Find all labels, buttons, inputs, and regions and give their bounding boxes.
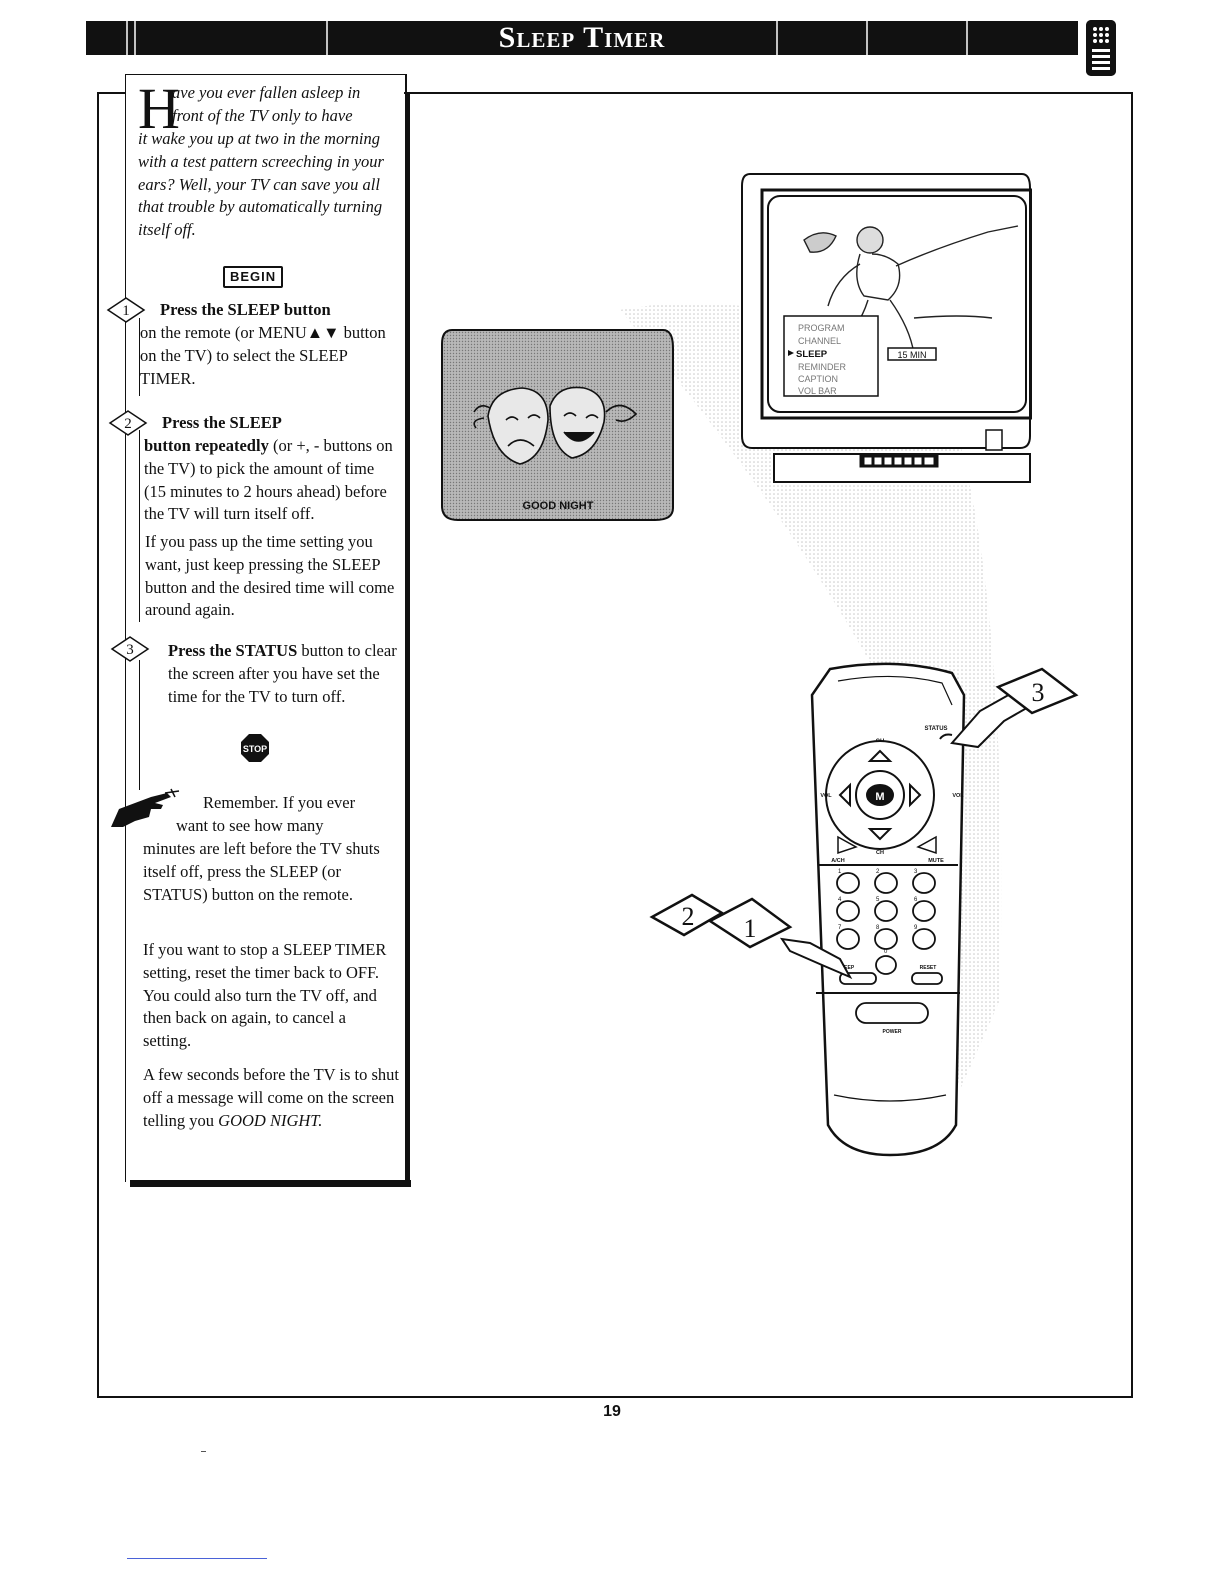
footer-rule [127, 1558, 267, 1559]
digit-label: 2 [876, 869, 880, 875]
menu-item: CHANNEL [798, 336, 841, 346]
digit-label: 4 [838, 897, 842, 903]
remote-label-reset: RESET [920, 965, 937, 971]
reset-button [911, 972, 943, 985]
menu-item: PROGRAM [798, 323, 845, 333]
step-3-lead: Press the STATUS button to clear the scr… [168, 640, 398, 708]
header-rule [966, 21, 968, 55]
remote-label-vol: VOL [952, 793, 964, 799]
remote-label-ach: A/CH [831, 858, 844, 864]
remote-label-mute: MUTE [928, 858, 944, 864]
remote-number-pad [836, 872, 936, 975]
theatre-masks-icon [473, 386, 638, 465]
step-number: 1 [122, 303, 130, 319]
panel-shadow [405, 92, 410, 1186]
callout-number: 3 [1032, 678, 1045, 707]
begin-badge: BEGIN [223, 266, 284, 288]
step-1-arrow-icon: 1 [106, 297, 146, 323]
digit-label: 3 [914, 869, 918, 875]
step-lead: Press the SLEEP [162, 413, 282, 432]
step-rule [139, 660, 140, 790]
step-2-text: button repeatedly (or +, - buttons on th… [144, 435, 398, 526]
step-lead: Press the SLEEP [160, 300, 280, 319]
step-lead-bold: button repeatedly [144, 436, 269, 455]
tv-illustration: PROGRAM CHANNEL SLEEP REMINDER CAPTION V… [741, 173, 1032, 483]
goodnight-caption: GOOD NIGHT [523, 500, 594, 512]
callout-1-2-pointer: 2 1 [649, 893, 853, 980]
remote-label-sleep: SLEEP [838, 965, 855, 971]
step-lead-bold: button [283, 300, 331, 319]
intro-text: it wake you up at two in the morning wit… [138, 129, 384, 240]
hand-pointer-icon [111, 788, 180, 827]
step-2-extra: If you pass up the time setting you want… [145, 532, 395, 620]
callout-3-pointer: 3 [939, 667, 1079, 749]
step-lead-rest: button to clear the screen after you hav… [168, 641, 397, 706]
digit-label: 9 [914, 925, 918, 931]
tennis-player-icon [803, 225, 1019, 355]
header-rule [866, 21, 868, 55]
step-2-arrow-icon: 2 [108, 410, 148, 436]
remote-signal-beam [620, 303, 1002, 1091]
step-3-arrow-icon: 3 [110, 636, 150, 662]
step-1-lead: Press the SLEEP button [160, 299, 400, 322]
remote-tab-icon [1086, 20, 1116, 76]
remember-text: A few seconds before the TV is to shut o… [143, 1064, 401, 1132]
power-button [855, 1002, 929, 1024]
callout-number: 1 [744, 914, 757, 943]
goodnight-emphasis: GOOD NIGHT. [218, 1110, 323, 1130]
step-number: 3 [126, 642, 134, 658]
header-rule [134, 21, 136, 55]
page-number: 19 [603, 1403, 621, 1420]
menu-item-selected: SLEEP [796, 349, 828, 360]
page-title: Sleep Timer [484, 21, 680, 55]
step-text: (or +, - buttons on the TV) to pick the … [144, 436, 393, 524]
goodnight-sentence: A few seconds before the TV is to shut o… [143, 1065, 400, 1130]
tv-front-buttons [859, 454, 939, 468]
menu-item: CAPTION [798, 374, 838, 384]
intro-drop-cap: H [138, 76, 180, 141]
digit-label: 1 [838, 869, 842, 875]
remote-dpad [825, 740, 935, 850]
digit-label: 0 [884, 949, 888, 955]
digit-label: 5 [876, 897, 880, 903]
sleep-value: 15 MIN [897, 350, 926, 360]
remember-line: want to see how many [176, 816, 324, 835]
stray-mark [201, 1451, 206, 1452]
step-number: 2 [124, 416, 132, 432]
menu-button-label: M [875, 791, 884, 803]
digit-label: 8 [876, 925, 880, 931]
intro-line: ave you ever fallen asleep in [172, 83, 361, 102]
remember-line: Remember. If you ever [203, 793, 356, 812]
step-2-lead: Press the SLEEP [162, 412, 397, 435]
remember-text: If you want to stop a SLEEP TIMER settin… [143, 940, 387, 1051]
frame-rule [97, 92, 125, 94]
remote-label-status: STATUS [924, 726, 947, 732]
remember-text: minutes are left before the TV shuts its… [143, 839, 380, 904]
step-1-text: on the remote (or MENU▲▼ button on the T… [140, 323, 386, 388]
panel-shadow [130, 1180, 411, 1187]
header-rule [326, 21, 328, 55]
remote-label-power: POWER [883, 1029, 902, 1035]
frame-rule [404, 92, 1133, 94]
menu-item: VOL BAR [798, 386, 837, 396]
menu-item: REMINDER [798, 362, 847, 372]
remote-label-ch: CH [876, 850, 884, 856]
stop-label: STOP [243, 744, 267, 754]
stop-icon: STOP [241, 734, 269, 762]
remote-label-vol: VOL [820, 793, 832, 799]
digit-label: 7 [838, 925, 842, 931]
goodnight-screen-illustration: GOOD NIGHT [441, 329, 674, 521]
intro-line: front of the TV only to have [172, 106, 353, 125]
remote-illustration: CH STATUS M VOL VOL CH A/CH MUTE 1 2 3 4… [649, 662, 1079, 1157]
digit-label: 6 [914, 897, 918, 903]
callout-number: 2 [682, 902, 695, 931]
header-bar: Sleep Timer [86, 21, 1078, 55]
page-frame [97, 92, 1133, 1398]
tv-onscreen-menu: PROGRAM CHANNEL SLEEP REMINDER CAPTION V… [783, 315, 937, 397]
step-rule [139, 430, 140, 622]
header-rule [126, 21, 128, 55]
step-lead: Press the STATUS [168, 641, 298, 660]
step-rule [139, 318, 140, 396]
header-rule [776, 21, 778, 55]
